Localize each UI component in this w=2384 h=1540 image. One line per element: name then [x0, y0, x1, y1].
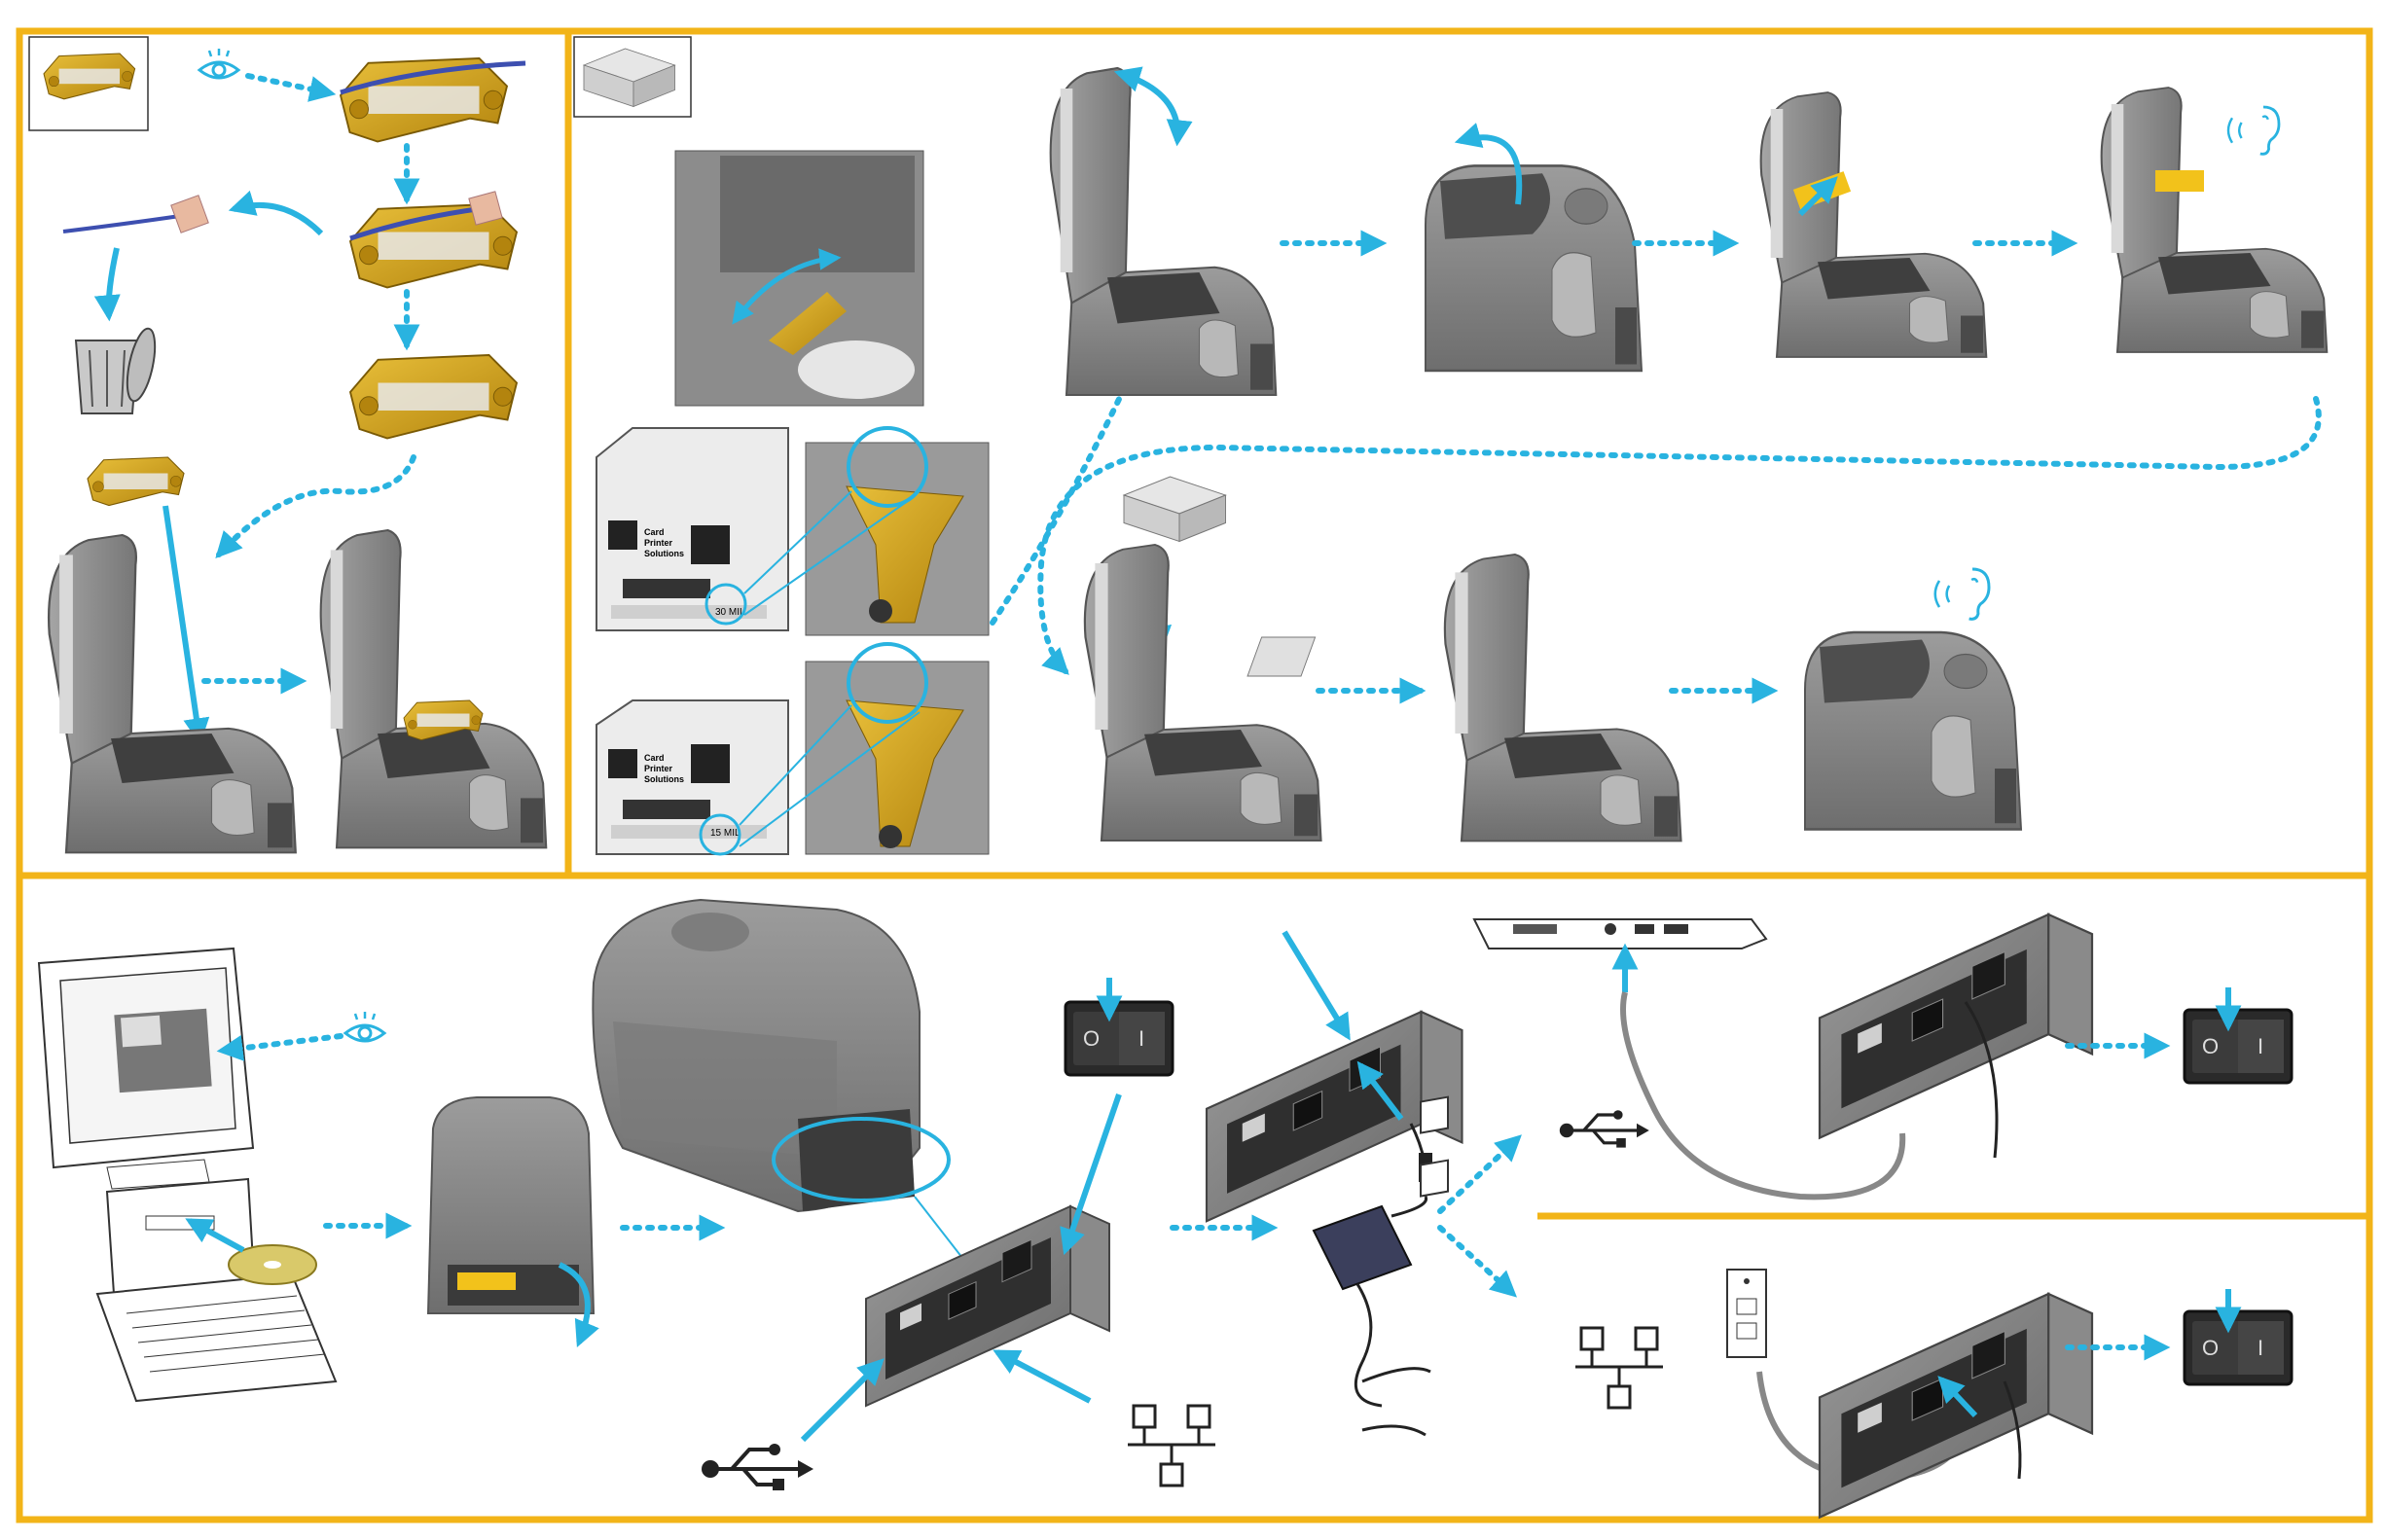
switch-off-label-3: O: [2202, 1336, 2219, 1360]
printer-lid-open-step: [1051, 68, 1277, 395]
eye-icon-3: [345, 1012, 384, 1041]
ribbon-loading-section: [29, 37, 546, 852]
switch-off-label-2: O: [2202, 1034, 2219, 1058]
ethernet-wall-jack: [1727, 1270, 1766, 1357]
card-loading-section: Card Printer Solutions 30 MIL Card Print…: [574, 37, 2327, 854]
switch-on-label-2: I: [2258, 1034, 2263, 1058]
wall-outlet-icon: [1421, 1097, 1448, 1197]
card-stack-insert: [1124, 477, 1226, 542]
card-label-line2: Printer: [644, 538, 673, 548]
trash-icon: [76, 326, 161, 413]
thickness-lever-closeup: [675, 151, 923, 406]
monitor-icon: [39, 949, 336, 1401]
card-label-line2-b: Printer: [644, 764, 673, 773]
switch-off-label: O: [1083, 1026, 1100, 1051]
power-adapter: [1314, 1124, 1432, 1435]
switch-on-label-3: I: [2258, 1336, 2263, 1360]
printer-card-feeder-open: [1761, 92, 1987, 357]
ear-icon-2: [1935, 569, 1989, 619]
printer-rear-view: [428, 1097, 594, 1343]
connection-section: O I: [39, 900, 2292, 1518]
printer-cards-loaded: [1445, 555, 1681, 841]
printer-closed-final: [1805, 632, 2021, 830]
ear-icon: [2228, 107, 2279, 154]
network-icon-2: [1575, 1328, 1663, 1408]
ribbon-cartridge-insert: [88, 457, 184, 506]
card-label-line1-b: Card: [644, 753, 665, 763]
card-label-line3-b: Solutions: [644, 774, 684, 784]
printer-feeder-latched: [2102, 88, 2328, 352]
power-switch-icon: [1066, 1002, 1173, 1075]
printer-open-ribbon: [49, 535, 296, 852]
network-icon: [1128, 1406, 1215, 1486]
power-switch-icon-2: [2185, 1010, 2292, 1083]
connector-panel-4: [1820, 1294, 2092, 1518]
switch-on-label: I: [1138, 1026, 1144, 1051]
card-label-line1: Card: [644, 527, 665, 537]
connector-panel-3: [1820, 914, 2092, 1138]
printer-closed-step: [1426, 165, 1642, 371]
usb-icon: [702, 1444, 813, 1490]
card-box-30mil: Card Printer Solutions 30 MIL: [596, 428, 788, 630]
thickness-15-label: 15 MIL: [710, 828, 740, 839]
usb-icon-2: [1560, 1110, 1649, 1147]
laptop-icon: [1474, 919, 1766, 949]
printer-ribbon-loaded: [321, 530, 547, 847]
printer-cards-loading: [1085, 545, 1321, 841]
card-label-line3: Solutions: [644, 549, 684, 558]
ribbon-cartridge-step3: [350, 355, 517, 439]
printer-top-view: [593, 900, 949, 1211]
power-switch-icon-3: [2185, 1311, 2292, 1384]
eye-icon: [199, 49, 238, 78]
